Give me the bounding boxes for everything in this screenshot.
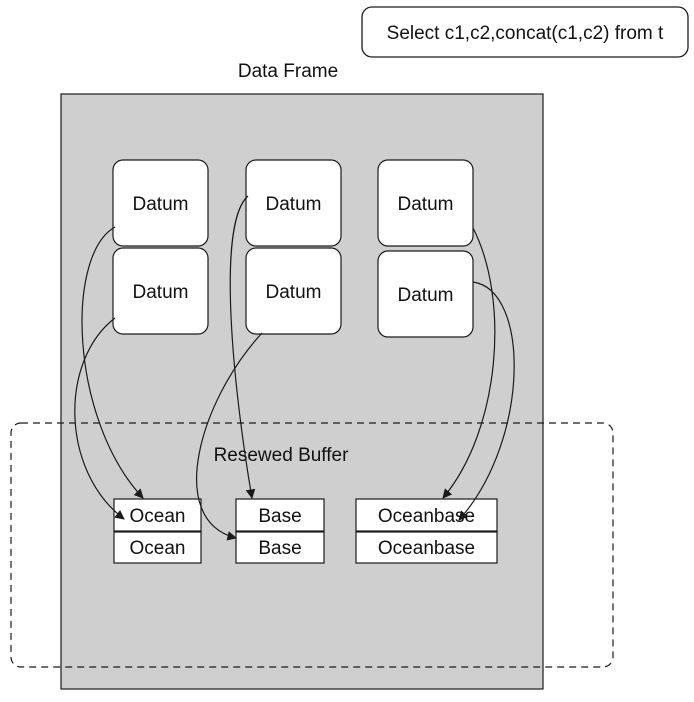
cell-label: Ocean (130, 506, 186, 527)
query-box-border (361, 6, 689, 58)
datum-label: Datum (133, 282, 189, 303)
query-box: Select c1,c2,concat(c1,c2) from t (361, 6, 689, 58)
datum-label: Datum (266, 194, 322, 215)
connector-arrow (81, 226, 144, 499)
datum-box: Datum (245, 247, 342, 335)
datum-label: Datum (398, 194, 454, 215)
datum-box: Datum (112, 247, 209, 335)
cell-label: Base (258, 538, 301, 559)
datum-box: Datum (112, 159, 209, 247)
buffer-cell: Ocean (113, 531, 202, 564)
cell-label: Base (258, 506, 301, 527)
connector-arrow (229, 195, 256, 499)
buffer-cell: Base (235, 498, 325, 532)
datum-label: Datum (398, 285, 454, 306)
connector-arrow (196, 332, 263, 541)
datum-label: Datum (133, 194, 189, 215)
query-text: Select c1,c2,concat(c1,c2) from t (387, 23, 664, 44)
buffer-title: Resewed Buffer (214, 445, 350, 466)
buffer-cell: Ocean (113, 498, 202, 532)
buffer-cell: Oceanbase (355, 498, 498, 532)
cell-label: Oceanbase (378, 538, 475, 559)
buffer-cell: Base (235, 531, 325, 564)
buffer-region (10, 422, 614, 668)
connector-arrow (458, 281, 515, 521)
datum-box: Datum (245, 159, 342, 247)
buffer-cell: Oceanbase (355, 531, 498, 564)
cell-label: Ocean (130, 538, 186, 559)
datum-box: Datum (377, 250, 474, 338)
cell-label: Oceanbase (378, 506, 475, 527)
connector-arrow (74, 317, 125, 520)
connector-arrow (442, 227, 496, 499)
datum-label: Datum (266, 282, 322, 303)
data-frame-title: Data Frame (238, 61, 338, 82)
datum-box: Datum (377, 159, 474, 247)
